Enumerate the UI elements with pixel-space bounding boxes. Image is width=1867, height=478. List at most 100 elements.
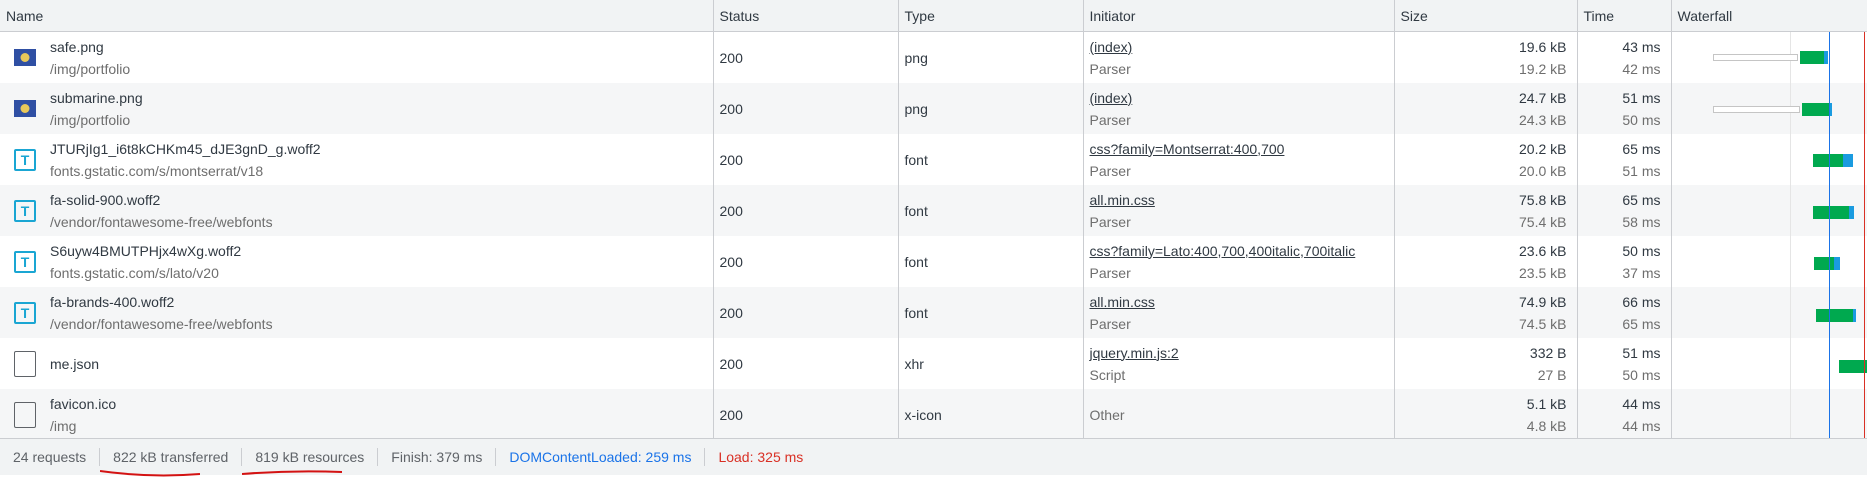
- request-name[interactable]: me.json: [50, 355, 100, 372]
- request-name[interactable]: JTURjIg1_i6t8kCHKm45_dJE3gnD_g.woff2: [50, 140, 321, 157]
- time-latency: 37 ms: [1622, 264, 1661, 281]
- request-name[interactable]: fa-solid-900.woff2: [50, 191, 161, 208]
- initiator-kind: Script: [1089, 366, 1126, 383]
- request-name[interactable]: safe.png: [50, 38, 104, 55]
- waterfall-receive-bar: [1813, 205, 1849, 219]
- column-header-type[interactable]: Type: [898, 0, 1084, 32]
- time-total: 65 ms: [1622, 140, 1661, 157]
- status-cell: 200: [713, 236, 899, 287]
- initiator-link[interactable]: jquery.min.js:2: [1089, 344, 1179, 361]
- waterfall-cell: [1671, 338, 1867, 389]
- dom-content-loaded-time: DOMContentLoaded: 259 ms: [496, 448, 706, 466]
- name-cell[interactable]: safe.png/img/portfolio: [0, 31, 714, 83]
- size-transferred: 23.6 kB: [1519, 242, 1567, 259]
- time-latency: 51 ms: [1622, 162, 1661, 179]
- document-icon: [14, 401, 36, 428]
- table-header-row: Name Status Type Initiator Size Time Wat…: [0, 0, 1867, 32]
- waterfall-download-bar: [1824, 51, 1828, 64]
- initiator-link[interactable]: (index): [1089, 89, 1133, 106]
- initiator-kind: Parser: [1089, 60, 1131, 77]
- red-underline-annotation: [100, 470, 201, 477]
- waterfall-receive-bar: [1816, 308, 1853, 322]
- size-transferred: 74.9 kB: [1519, 293, 1567, 310]
- size-transferred: 75.8 kB: [1519, 191, 1567, 208]
- dom-content-loaded-marker: [1829, 32, 1830, 438]
- name-cell[interactable]: favicon.ico/img: [0, 389, 714, 440]
- waterfall-download-bar: [1829, 102, 1832, 116]
- size-resource: 23.5 kB: [1519, 264, 1567, 281]
- column-header-size[interactable]: Size: [1394, 0, 1578, 32]
- waterfall-download-bar: [1834, 257, 1840, 270]
- initiator-link[interactable]: css?family=Montserrat:400,700: [1089, 140, 1285, 157]
- initiator-link[interactable]: css?family=Lato:400,700,400italic,700ita…: [1089, 242, 1356, 259]
- column-header-name[interactable]: Name: [0, 0, 714, 32]
- font-icon: T: [14, 199, 36, 222]
- waterfall-queue-bar: [1713, 105, 1800, 113]
- type-cell: font: [898, 287, 1084, 338]
- request-path: /vendor/fontawesome-free/webfonts: [50, 213, 273, 230]
- initiator-kind: Parser: [1089, 111, 1131, 128]
- column-header-status[interactable]: Status: [713, 0, 899, 32]
- initiator-kind: Parser: [1089, 315, 1131, 332]
- request-name[interactable]: fa-brands-400.woff2: [50, 293, 175, 310]
- request-path: fonts.gstatic.com/s/lato/v20: [50, 264, 219, 281]
- name-cell[interactable]: me.json: [0, 338, 714, 389]
- network-request-table: Name Status Type Initiator Size Time Wat…: [0, 0, 1867, 440]
- document-icon: [14, 350, 36, 377]
- waterfall-grid-line: [1790, 32, 1791, 438]
- status-cell: 200: [713, 287, 899, 338]
- initiator-cell: (index) Parser: [1083, 83, 1395, 134]
- size-transferred: 20.2 kB: [1519, 140, 1567, 157]
- type-cell: x-icon: [898, 389, 1084, 440]
- time-total: 43 ms: [1622, 38, 1661, 55]
- column-header-initiator[interactable]: Initiator: [1083, 0, 1395, 32]
- size-transferred: 5.1 kB: [1526, 395, 1567, 412]
- waterfall-download-bar: [1853, 308, 1856, 322]
- image-thumbnail-icon: [14, 98, 36, 120]
- request-path: /img: [50, 417, 77, 434]
- column-header-time[interactable]: Time: [1577, 0, 1672, 32]
- waterfall-receive-bar: [1813, 154, 1843, 167]
- initiator-kind: Parser: [1089, 213, 1131, 230]
- type-cell: png: [898, 31, 1084, 83]
- initiator-link[interactable]: all.min.css: [1089, 191, 1155, 208]
- status-cell: 200: [713, 389, 899, 440]
- status-cell: 200: [713, 134, 899, 185]
- request-name[interactable]: S6uyw4BMUTPHjx4wXg.woff2: [50, 242, 242, 259]
- initiator-cell: (index) Parser: [1083, 31, 1395, 83]
- request-name[interactable]: submarine.png: [50, 89, 143, 106]
- waterfall-download-bar: [1843, 154, 1853, 167]
- size-resource: 19.2 kB: [1519, 60, 1567, 77]
- name-cell[interactable]: submarine.png/img/portfolio: [0, 83, 714, 134]
- size-resource: 4.8 kB: [1526, 417, 1567, 434]
- type-cell: font: [898, 134, 1084, 185]
- request-name[interactable]: favicon.ico: [50, 395, 117, 412]
- initiator-link[interactable]: (index): [1089, 38, 1133, 55]
- resources-size: 819 kB resources: [242, 448, 379, 475]
- column-header-waterfall[interactable]: Waterfall: [1671, 0, 1867, 32]
- request-count: 24 requests: [0, 448, 101, 466]
- request-path: /vendor/fontawesome-free/webfonts: [50, 315, 273, 332]
- time-total: 44 ms: [1622, 395, 1661, 412]
- time-latency: 58 ms: [1622, 213, 1661, 230]
- time-total: 50 ms: [1622, 242, 1661, 259]
- initiator-link[interactable]: all.min.css: [1089, 293, 1155, 310]
- request-path: /img/portfolio: [50, 111, 131, 128]
